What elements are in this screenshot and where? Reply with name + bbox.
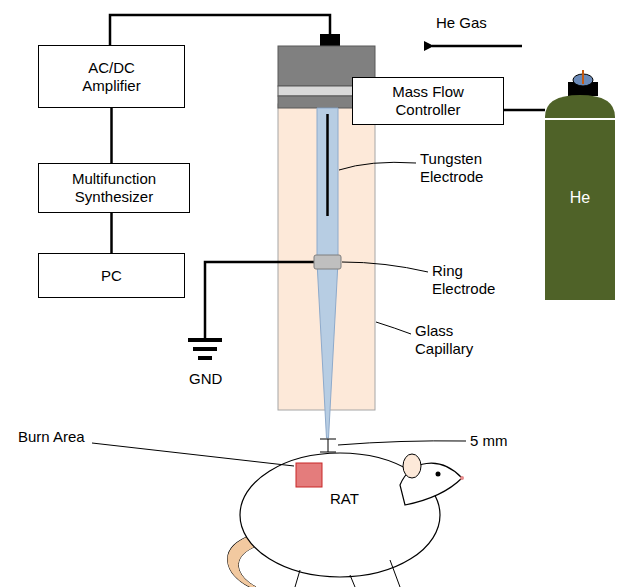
process-box: Mass Flow Controller bbox=[352, 77, 504, 125]
node-text: PC bbox=[101, 267, 122, 285]
tungsten-electrode bbox=[326, 114, 329, 216]
rat-eye bbox=[436, 472, 441, 477]
node-text: AC/DC Amplifier bbox=[67, 59, 157, 95]
part-label: Glass Capillary bbox=[415, 322, 505, 358]
leader-line bbox=[92, 443, 294, 466]
ring-electrode bbox=[314, 255, 341, 269]
cylinder-valve bbox=[582, 70, 584, 84]
burn-area bbox=[296, 463, 322, 487]
dimension-label: 5 mm bbox=[470, 432, 508, 450]
gas-arrow bbox=[432, 45, 522, 48]
part-label: Burn Area bbox=[18, 428, 85, 446]
part-label: Tungsten Electrode bbox=[420, 150, 510, 186]
connector-line bbox=[110, 108, 113, 163]
flow-label: He Gas bbox=[436, 14, 487, 32]
rat-nose bbox=[460, 476, 464, 480]
leader-line bbox=[376, 322, 411, 334]
ground-wire bbox=[205, 262, 315, 340]
leader-line bbox=[342, 262, 428, 272]
gas-cylinder: He bbox=[545, 95, 615, 300]
part-label: RAT bbox=[330, 490, 359, 508]
connector-line bbox=[504, 109, 545, 112]
node-text: Mass Flow Controller bbox=[358, 83, 498, 119]
leader-line bbox=[339, 162, 416, 170]
process-box: PC bbox=[38, 253, 185, 298]
rat-foot bbox=[295, 560, 400, 587]
process-box: AC/DC Amplifier bbox=[38, 45, 185, 108]
leader-line bbox=[338, 441, 466, 445]
part-label: Ring Electrode bbox=[432, 262, 522, 298]
electrode-connector bbox=[320, 34, 340, 46]
rat-body bbox=[240, 453, 440, 577]
node-text: Multifunction Synthesizer bbox=[44, 170, 184, 206]
ground-label: GND bbox=[189, 370, 222, 388]
ground-symbol bbox=[193, 347, 217, 351]
signal-wire bbox=[110, 15, 330, 45]
ground-symbol bbox=[198, 356, 212, 360]
dimension-line bbox=[328, 439, 329, 452]
process-box: Multifunction Synthesizer bbox=[38, 163, 190, 213]
connector-line bbox=[110, 213, 113, 253]
glass-capillary bbox=[317, 108, 338, 438]
rat-ear bbox=[403, 454, 421, 478]
ground-symbol bbox=[188, 338, 222, 342]
node-text: He bbox=[570, 188, 590, 207]
